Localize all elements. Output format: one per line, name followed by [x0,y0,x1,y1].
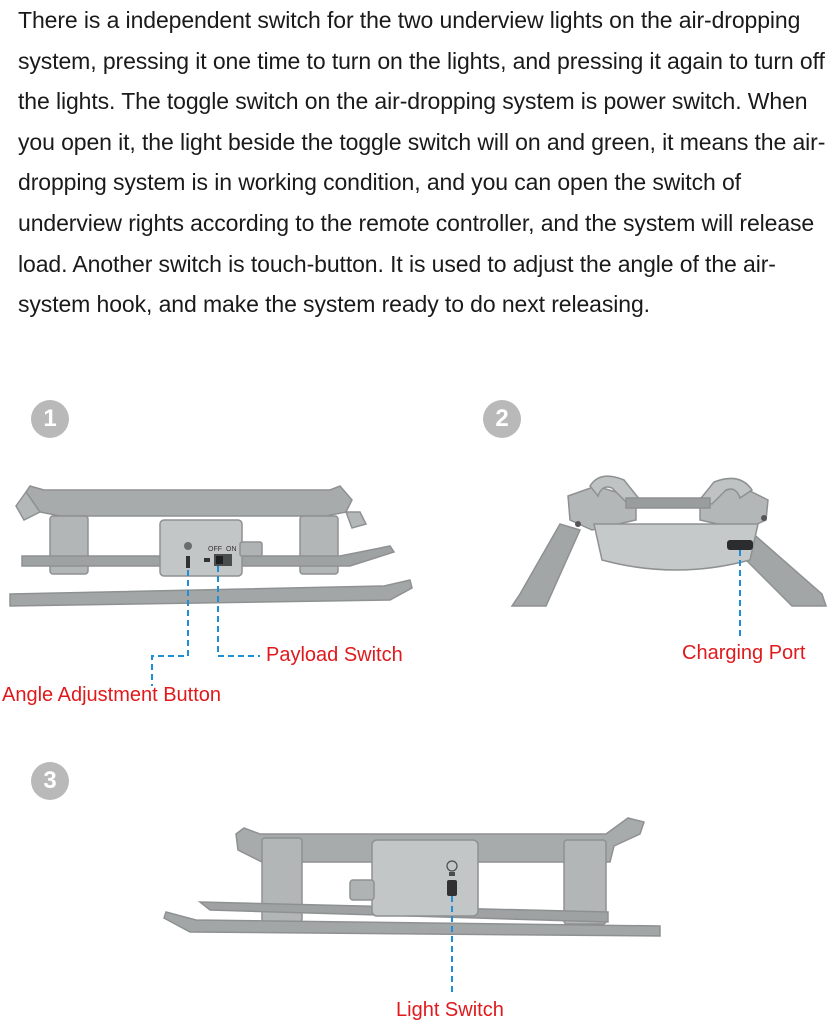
device-front-view-2 [510,475,828,607]
description-text: There is a independent switch for the tw… [18,7,826,318]
on-mark: ON [226,546,237,553]
light-switch-label: Light Switch [396,999,504,1021]
charging-port-label: Charging Port [682,642,806,664]
step-1-badge: 1 [31,400,69,438]
light-switch-detail [446,860,458,896]
device-side-view-1 [9,485,413,607]
off-mark: OFF [208,546,222,553]
angle-adjustment-button-label: Angle Adjustment Button [2,684,222,706]
switch-details [184,542,232,568]
payload-switch-leader [217,566,260,657]
angle-button-leader [151,570,189,686]
step-2-badge: 2 [483,400,521,438]
device-side-view-3 [163,817,661,937]
leader-lines-fig1 [151,566,260,686]
charging-port-detail [727,540,753,550]
step-3-badge: 3 [31,762,69,800]
payload-switch-label: Payload Switch [266,644,403,666]
